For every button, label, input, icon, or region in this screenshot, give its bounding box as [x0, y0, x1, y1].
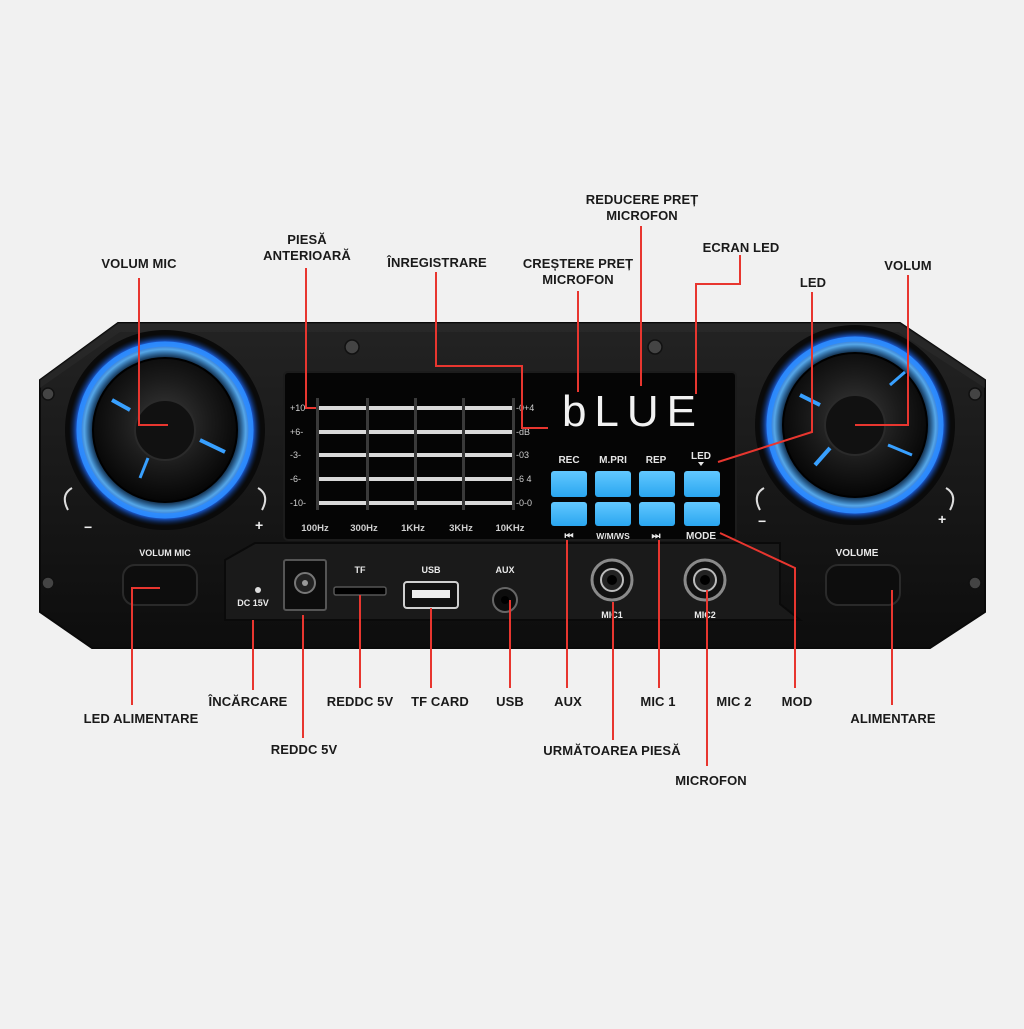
btn-label-wmws: W/M/WS	[596, 531, 630, 541]
callout-mic-2: MIC 2	[716, 694, 752, 709]
mic2-port[interactable]	[683, 558, 727, 602]
callout-ecran-led: ECRAN LED	[702, 240, 780, 255]
eq-left-scale-label: -3-	[290, 450, 301, 460]
btn-label-led: LED	[691, 451, 711, 462]
eq-left-scale-label: +6-	[290, 427, 303, 437]
left-plus-mark: +	[255, 517, 263, 533]
callout-reddc-5v-upper: REDDC 5V	[326, 694, 394, 709]
right-minus-mark: −	[758, 513, 766, 529]
callout-incarcare: ÎNCĂRCARE	[208, 694, 288, 709]
btn-label-rec: REC	[558, 455, 579, 466]
callout-microfon: MICROFON	[675, 773, 747, 788]
callout-aux: AUX	[554, 694, 582, 709]
callout-reducere-pret-microfon: REDUCERE PREȚ MICROFON	[586, 192, 699, 224]
eq-slider-track[interactable]	[366, 398, 369, 510]
volume-mic-button-label: VOLUM MIC	[139, 548, 191, 558]
dc-label: DC 15V	[237, 598, 269, 608]
tf-label: TF	[355, 565, 366, 575]
callout-crestere-pret-microfon: CREȘTERE PREȚ MICROFON	[523, 256, 633, 288]
callout-led-alimentare: LED ALIMENTARE	[83, 711, 199, 726]
rec-button[interactable]	[551, 471, 587, 497]
volume-mic-power-button[interactable]	[122, 564, 198, 606]
eq-slider-track[interactable]	[316, 398, 319, 510]
eq-right-scale-label: -03	[516, 450, 529, 460]
callout-led: LED	[799, 275, 827, 290]
callout-piesa-anterioara-line1: PIESĂ	[287, 232, 327, 247]
led-display-text: bLUE	[562, 387, 704, 436]
btn-label-next: ⏭	[652, 531, 661, 542]
eq-right-scale-label: -0-0	[516, 498, 532, 508]
callout-reducere-line1: REDUCERE PREȚ	[585, 192, 699, 207]
mic1-port[interactable]	[590, 558, 634, 602]
eq-slider-track[interactable]	[512, 398, 515, 510]
led-button[interactable]	[684, 471, 720, 497]
callout-volum-mic: VOLUM MIC	[101, 256, 177, 271]
mode-wmws-button[interactable]	[595, 502, 631, 526]
eq-left-scale-label: +10-	[290, 403, 308, 413]
eq-band-label: 300Hz	[350, 523, 378, 534]
eq-band-label: 1KHz	[401, 523, 425, 534]
callout-reddc-5v-lower: REDDC 5V	[270, 742, 338, 757]
eq-band-label: 10KHz	[495, 523, 524, 534]
power-button[interactable]	[825, 564, 901, 606]
mpri-button[interactable]	[595, 471, 631, 497]
eq-band-label: 3KHz	[449, 523, 473, 534]
usb-label: USB	[421, 565, 441, 575]
callout-reducere-line2: MICROFON	[606, 208, 678, 223]
btn-label-mpri: M.PRI	[599, 455, 627, 466]
callout-piesa-anterioara-line2: ANTERIOARĂ	[263, 248, 351, 263]
eq-right-scale-label: -6 4	[516, 474, 532, 484]
callout-tf-card: TF CARD	[411, 694, 469, 709]
rep-button[interactable]	[639, 471, 675, 497]
prev-button[interactable]	[551, 502, 587, 526]
btn-label-rep: REP	[646, 455, 667, 466]
callout-crestere-line2: MICROFON	[542, 272, 614, 287]
io-panel	[224, 542, 803, 621]
callout-crestere-line1: CREȘTERE PREȚ	[522, 256, 634, 271]
callout-piesa-anterioara: PIESĂ ANTERIOARĂ	[263, 232, 351, 264]
callout-volum: VOLUM	[884, 258, 932, 273]
callout-usb: USB	[496, 694, 524, 709]
screws	[41, 339, 982, 590]
control-buttons[interactable]	[551, 471, 720, 526]
callout-mod: MOD	[781, 694, 813, 709]
eq-left-scale-label: -10-	[290, 498, 306, 508]
eq-display: +10- +6- -3- -6- -10- -0+4 -dB -03 -6 4 -0-0 100…	[290, 398, 534, 534]
callout-lines	[131, 226, 909, 766]
callout-alimentare: ALIMENTARE	[850, 711, 936, 726]
power-led-indicator	[255, 587, 261, 593]
callout-mic-1: MIC 1	[640, 694, 676, 709]
callout-inregistrare: ÎNREGISTRARE	[387, 255, 487, 270]
right-plus-mark: +	[938, 511, 946, 527]
eq-right-scale-label: -dB	[516, 427, 530, 437]
eq-band-label: 100Hz	[301, 523, 329, 534]
callout-urmatoarea-piesa: URMĂTOAREA PIESĂ	[543, 743, 681, 758]
left-minus-mark: −	[84, 519, 92, 535]
tf-card-slot[interactable]	[333, 586, 387, 596]
btn-label-prev: ⏮	[565, 531, 574, 542]
left-knob-volume-mic[interactable]	[65, 330, 265, 530]
btn-label-mode: MODE	[686, 531, 716, 542]
eq-slider-track[interactable]	[462, 398, 465, 510]
mode-button[interactable]	[684, 502, 720, 526]
mic2-label: MIC2	[694, 610, 716, 620]
aux-label: AUX	[495, 565, 514, 575]
volume-button-label: VOLUME	[836, 548, 879, 559]
next-button[interactable]	[639, 502, 675, 526]
eq-slider-track[interactable]	[414, 398, 417, 510]
eq-right-scale-label: -0+4	[516, 403, 534, 413]
eq-left-scale-label: -6-	[290, 474, 301, 484]
